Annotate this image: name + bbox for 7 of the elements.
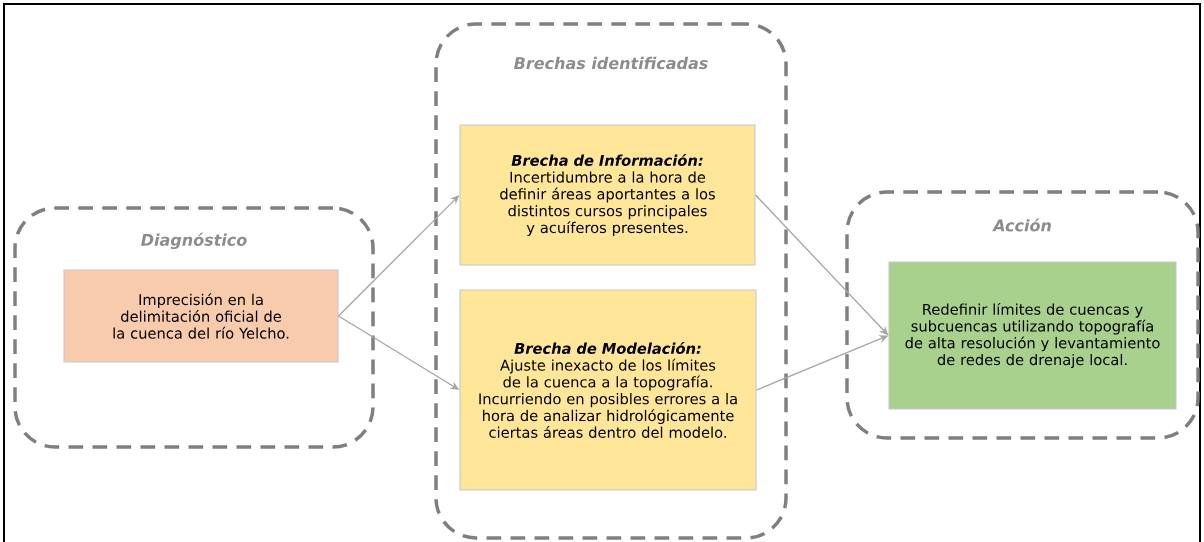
text-box: Imprecisión en la delimitación oficial de la cuenca del río Yelcho. bbox=[63, 269, 339, 363]
text-box: Redefinir límites de cuencas y subcuencas utilizando topografía de alta resolución y levantamiento de redes de drenaje local. bbox=[888, 261, 1177, 410]
group-title: Acción bbox=[992, 218, 1051, 232]
group-title: Brechas identificadas bbox=[514, 56, 708, 70]
group-title: Diagnóstico bbox=[141, 232, 247, 250]
text-box: Brecha de Información: Incertidumbre a la hora de definir áreas aportantes a los distintos cursos principales y acuíferos presentes. bbox=[459, 124, 756, 266]
text-box: Brecha de Modelación: Ajuste inexacto de los límites de la cuenca a la topografía. Incurriendo en posibles errores a la hora de analizar hidrológicamente ciertas áreas dentro del modelo. bbox=[459, 289, 757, 491]
